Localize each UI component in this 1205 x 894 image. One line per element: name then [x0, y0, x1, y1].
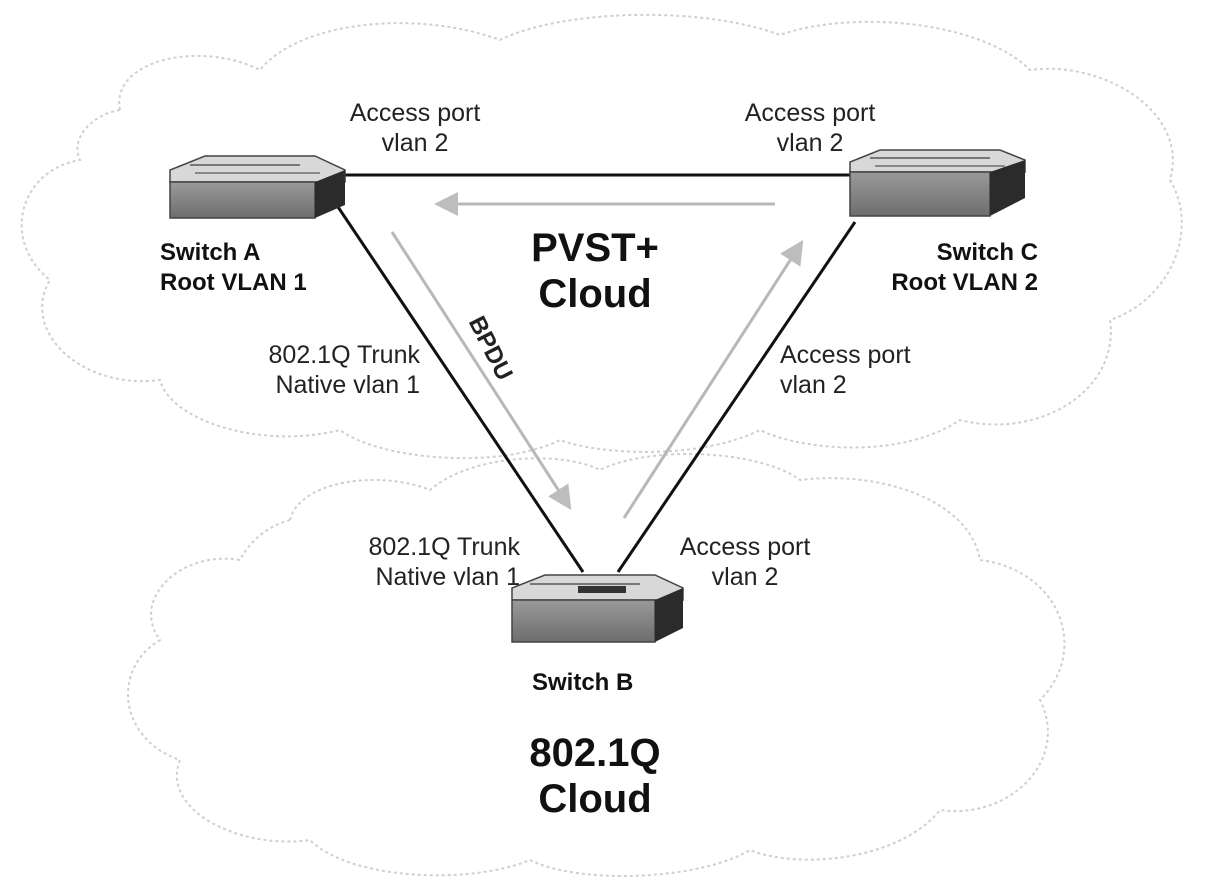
switch-c-role: Root VLAN 2 — [891, 269, 1038, 296]
port-a-trunk-line1: 802.1Q Trunk — [268, 341, 420, 369]
port-c-access-line2: vlan 2 — [780, 371, 847, 399]
link-a-b — [328, 194, 585, 573]
dot1q-title-line1: 802.1Q — [529, 731, 661, 775]
switch-b-icon — [511, 574, 684, 643]
pvst-title-line1: PVST+ — [531, 226, 659, 270]
port-a-top-line1: Access port — [349, 99, 481, 127]
switch-a-name: Switch A — [160, 239, 261, 266]
port-label-a-trunk: 802.1Q Trunk Native vlan 1 — [210, 340, 420, 400]
port-b-access-line1: Access port — [679, 533, 811, 561]
dot1q-title-line2: Cloud — [538, 777, 652, 821]
switch-c-label: Switch C Root VLAN 2 — [848, 238, 1038, 298]
port-a-trunk-line2: Native vlan 1 — [275, 371, 420, 399]
dot1q-cloud-title: 802.1Q Cloud — [510, 730, 680, 822]
port-b-access-line2: vlan 2 — [711, 563, 779, 591]
port-label-b-trunk: 802.1Q Trunk Native vlan 1 — [310, 532, 520, 592]
port-label-b-access: Access port vlan 2 — [660, 532, 830, 592]
pvst-title-line2: Cloud — [538, 272, 652, 316]
port-c-top-line2: vlan 2 — [776, 129, 844, 157]
switch-a-icon — [169, 155, 346, 219]
bpdu-arrow-b-to-c — [622, 239, 804, 519]
switch-c-name: Switch C — [936, 239, 1038, 266]
port-b-trunk-line1: 802.1Q Trunk — [368, 533, 520, 561]
switch-b-name: Switch B — [532, 669, 634, 696]
bpdu-arrow-a-to-b — [390, 231, 572, 511]
dot1q-cloud-shape — [126, 453, 1066, 878]
switch-c-icon — [849, 149, 1026, 217]
switch-a-label: Switch A Root VLAN 1 — [160, 238, 307, 298]
pvst-cloud-shape — [20, 13, 1183, 460]
port-label-a-top: Access port vlan 2 — [330, 98, 500, 158]
port-label-c-access: Access port vlan 2 — [780, 340, 950, 400]
port-c-access-line1: Access port — [780, 341, 911, 369]
link-c-b — [616, 221, 857, 573]
port-a-top-line2: vlan 2 — [381, 129, 449, 157]
port-label-c-top: Access port vlan 2 — [725, 98, 895, 158]
pvst-cloud-title: PVST+ Cloud — [510, 225, 680, 317]
port-b-trunk-line2: Native vlan 1 — [375, 563, 520, 591]
switch-b-label: Switch B — [532, 668, 633, 698]
switch-a-role: Root VLAN 1 — [160, 269, 307, 296]
port-c-top-line1: Access port — [744, 99, 876, 127]
